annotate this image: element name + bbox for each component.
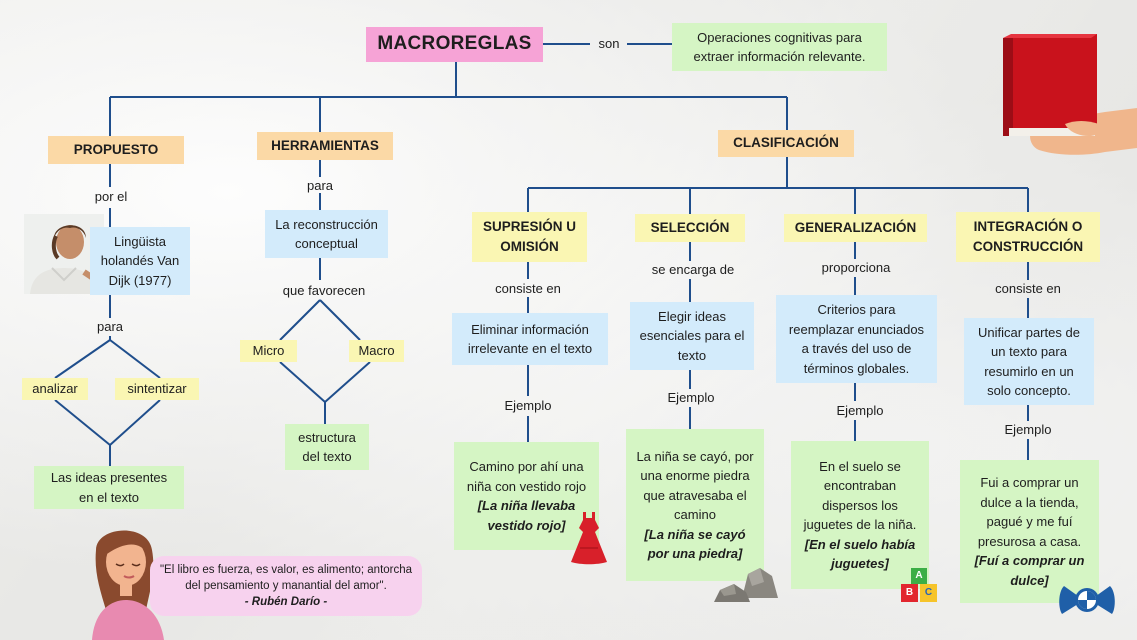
supresion-ejemplo: Ejemplo (504, 398, 552, 413)
definition-box: Operaciones cognitivas para extraer info… (672, 23, 887, 71)
generalizacion-header-text: GENERALIZACIÓN (794, 219, 917, 235)
seleccion-ejemplo: Ejemplo (667, 390, 715, 405)
por-el-label: por el (94, 189, 128, 204)
dress-icon (571, 512, 607, 565)
quote-author: - Rubén Darío - (244, 596, 328, 609)
author-text: Lingüista holandés Van Dijk (1977) (100, 233, 180, 288)
toy-block-b-letter: B (905, 587, 914, 598)
quote-box: "El libro es fuerza, es valor, es alimen… (150, 556, 422, 616)
toy-blocks-icon: A B C (901, 568, 939, 604)
seleccion-example-text: La niña se cayó, por una enorme piedra q… (636, 448, 754, 523)
supresion-example-box: Camino por ahí una niña con vestido rojo… (454, 442, 599, 550)
propuesto-para-label: para (96, 319, 124, 334)
generalizacion-desc-box: Criterios para reemplazar enunciados a t… (776, 295, 937, 383)
supresion-example-text: Camino por ahí una niña con vestido rojo (466, 459, 587, 494)
generalizacion-example-text: En el suelo se encontraban dispersos los… (803, 458, 917, 533)
propuesto-result-text: Las ideas presentes en el texto (50, 470, 168, 505)
reconstruccion-box: La reconstrucción conceptual (265, 210, 388, 258)
supresion-example-bold: [La niña llevaba vestido rojo] (477, 498, 576, 533)
integracion-desc-box: Unificar partes de un texto para resumir… (964, 318, 1094, 405)
supresion-desc-text: Eliminar información irrelevante en el t… (467, 321, 593, 357)
que-favorecen-label: que favorecen (282, 283, 366, 298)
integracion-example-box: Fui a comprar un dulce a la tienda, pagu… (960, 460, 1099, 603)
herramientas-header: HERRAMIENTAS (257, 132, 393, 160)
sintentizar-box: sintentizar (115, 378, 199, 400)
title-box: MACROREGLAS (366, 27, 543, 62)
seleccion-header-text: SELECCIÓN (650, 219, 730, 235)
generalizacion-connector: proporciona (821, 260, 891, 275)
seleccion-desc-box: Elegir ideas esenciales para el texto (630, 302, 754, 370)
seleccion-desc-text: Elegir ideas esenciales para el texto (639, 308, 745, 363)
micro-text: Micro (252, 343, 285, 359)
integracion-desc-text: Unificar partes de un texto para resumir… (978, 324, 1080, 399)
definition-text: Operaciones cognitivas para extraer info… (693, 29, 866, 65)
supresion-connector: consiste en (495, 281, 561, 296)
woman-illustration (92, 530, 164, 640)
toy-block-a-letter: A (915, 570, 923, 581)
micro-box: Micro (240, 340, 297, 362)
integracion-example-bold: [Fuí a comprar un dulce] (974, 553, 1085, 588)
generalizacion-header: GENERALIZACIÓN (784, 214, 927, 242)
herramientas-header-text: HERRAMIENTAS (271, 137, 379, 153)
propuesto-result-box: Las ideas presentes en el texto (34, 466, 184, 509)
son-label: son (598, 36, 620, 51)
toy-block-b: B (901, 584, 918, 602)
herramientas-result-text: estructura del texto (298, 429, 356, 465)
seleccion-example-bold: [La niña se cayó por una piedra] (644, 526, 746, 562)
candy-icon (1059, 586, 1115, 614)
integracion-header-text: INTEGRACIÓN O CONSTRUCCIÓN (972, 218, 1084, 254)
generalizacion-ejemplo: Ejemplo (836, 403, 884, 418)
integracion-connector: consiste en (995, 281, 1061, 296)
author-box: Lingüista holandés Van Dijk (1977) (90, 227, 190, 295)
supresion-desc-box: Eliminar información irrelevante en el t… (452, 313, 608, 365)
toy-block-c: C (920, 584, 937, 602)
clasificacion-header: CLASIFICACIÓN (718, 130, 854, 157)
book-icon (1003, 34, 1137, 155)
analizar-text: analizar (32, 381, 78, 397)
propuesto-header-text: PROPUESTO (73, 141, 159, 157)
seleccion-header: SELECCIÓN (635, 214, 745, 242)
integracion-ejemplo: Ejemplo (1004, 422, 1052, 437)
integracion-example-text: Fui a comprar un dulce a la tienda, pagu… (977, 475, 1082, 549)
quote-text: "El libro es fuerza, es valor, es alimen… (159, 563, 413, 592)
herramientas-result-box: estructura del texto (285, 424, 369, 470)
generalizacion-example-bold: [En el suelo había juguetes] (804, 536, 916, 572)
propuesto-header: PROPUESTO (48, 136, 184, 164)
title-text: MACROREGLAS (377, 33, 532, 55)
supresion-header: SUPRESIÓN U OMISIÓN (472, 212, 587, 262)
generalizacion-desc-text: Criterios para reemplazar enunciados a t… (788, 302, 925, 376)
reconstruccion-text: La reconstrucción conceptual (275, 216, 378, 252)
sintentizar-text: sintentizar (127, 381, 187, 397)
toy-block-a: A (911, 568, 927, 584)
seleccion-example-box: La niña se cayó, por una enorme piedra q… (626, 429, 764, 581)
herramientas-para-label: para (306, 178, 334, 193)
rocks-icon (714, 568, 778, 602)
macro-box: Macro (349, 340, 404, 362)
integracion-header: INTEGRACIÓN O CONSTRUCCIÓN (956, 212, 1100, 262)
macro-text: Macro (358, 343, 395, 359)
analizar-box: analizar (22, 378, 88, 400)
supresion-header-text: SUPRESIÓN U OMISIÓN (482, 218, 577, 254)
generalizacion-example-box: En el suelo se encontraban dispersos los… (791, 441, 929, 589)
seleccion-connector: se encarga de (651, 262, 735, 277)
toy-block-c-letter: C (924, 587, 933, 598)
clasificacion-header-text: CLASIFICACIÓN (733, 135, 839, 151)
